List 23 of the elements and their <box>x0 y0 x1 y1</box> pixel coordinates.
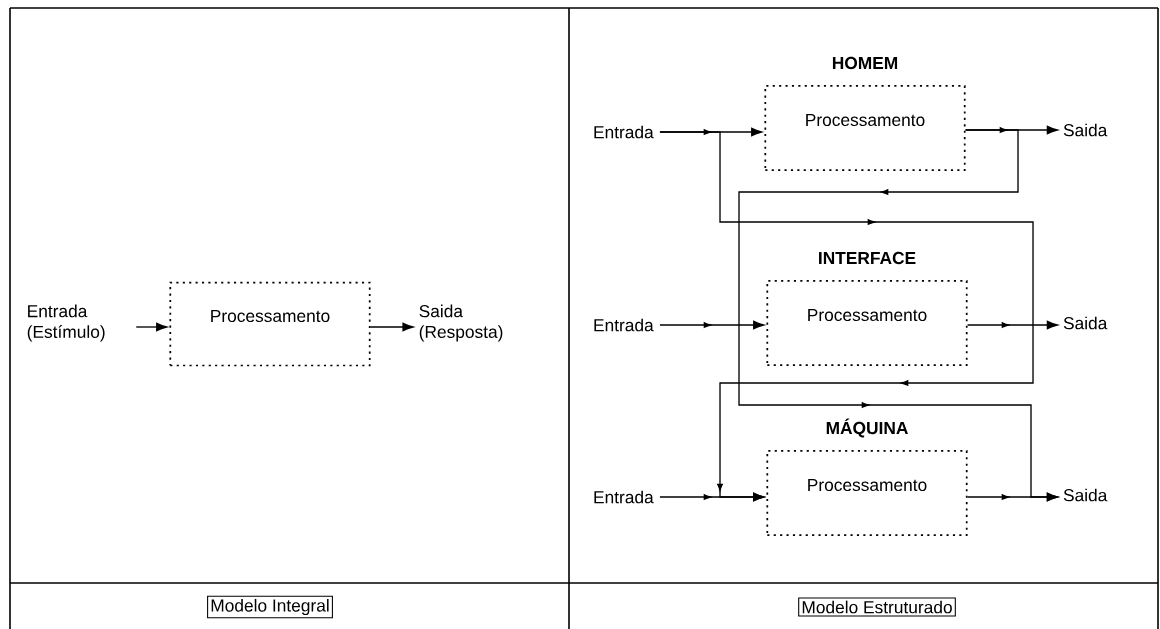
caption-box: Modelo Integral <box>207 595 333 619</box>
io-label: Saida <box>1063 123 1108 137</box>
io-label: Entrada <box>594 490 654 504</box>
io-label: Entrada <box>594 318 654 332</box>
arrow <box>738 129 1058 502</box>
box-heading: MÁQUINA <box>826 418 908 438</box>
caption-box: Modelo Estruturado <box>798 597 956 617</box>
io-label: Saida (Resposta) <box>419 304 503 342</box>
arrow <box>135 322 168 332</box>
arrow <box>369 322 414 332</box>
box-heading: HOMEM <box>832 56 898 70</box>
io-label: Entrada (Estímulo) <box>27 304 105 342</box>
arrow <box>659 131 1034 502</box>
process-box: Processamento <box>766 280 968 367</box>
process-box: Processamento <box>169 281 371 367</box>
arrow <box>966 320 1058 330</box>
process-box: Processamento <box>766 450 968 537</box>
process-box: Processamento <box>764 85 966 172</box>
box-heading: INTERFACE <box>819 251 916 265</box>
io-label: Saida <box>1063 316 1108 330</box>
arrow <box>659 320 765 330</box>
io-label: Saida <box>1063 488 1108 502</box>
io-label: Entrada <box>594 125 654 139</box>
